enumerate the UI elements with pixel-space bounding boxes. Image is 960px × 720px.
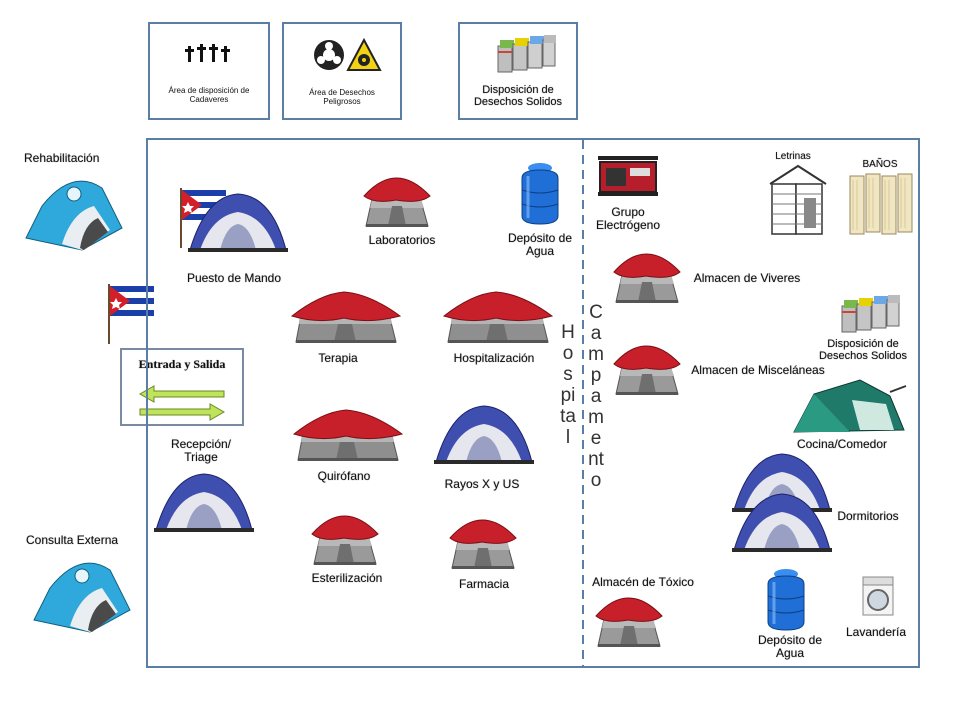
- washing-machine-icon: [862, 576, 894, 616]
- cocina-label: Cocina/Comedor: [796, 437, 888, 451]
- tent-viveres-icon: [613, 253, 681, 304]
- compound-border: [146, 138, 920, 668]
- campamento-section-label: Campamento: [588, 302, 604, 491]
- rehabilitacion-label: Rehabilitación: [24, 151, 100, 165]
- biohazard-icon: [314, 40, 344, 70]
- peligrosos-box: Área de Desechos Peligrosos: [282, 22, 402, 120]
- deposito-hospital-label: Depósito de Agua: [507, 231, 573, 258]
- tent-rehabilitacion-icon: [25, 180, 123, 251]
- peligrosos-label: Área de Desechos Peligrosos: [309, 88, 375, 106]
- water-tank-camp-icon: [766, 567, 806, 632]
- tent-terapia-icon: [291, 291, 401, 344]
- hospital-section-label: Hospital: [560, 322, 576, 448]
- hospitalizacion-label: Hospitalización: [453, 351, 535, 365]
- recepcion-label: Recepción/ Triage: [170, 437, 232, 464]
- tent-recepcion-icon: [153, 473, 255, 533]
- generator-icon: [598, 156, 658, 196]
- tent-quirofano-icon: [293, 409, 403, 462]
- puesto-label: Puesto de Mando: [186, 271, 282, 285]
- entrada-box[interactable]: Entrada y Salida: [120, 348, 244, 426]
- tent-miscelaneas-icon: [613, 345, 681, 396]
- radiation-icon: [346, 37, 382, 71]
- waste-bins-icon: [497, 34, 557, 73]
- entrada-label: Entrada y Salida: [138, 357, 226, 371]
- consulta-label: Consulta Externa: [26, 533, 119, 547]
- tent-consulta-icon: [33, 562, 131, 633]
- lavanderia-label: Lavandería: [845, 625, 907, 639]
- dormitorios-label: Dormitorios: [837, 509, 899, 523]
- tent-farmacia-icon: [449, 519, 517, 570]
- solidos-box: Disposición de Desechos Solidos: [458, 22, 578, 120]
- latrine-icon: [769, 164, 827, 235]
- laboratorios-label: Laboratorios: [368, 233, 436, 247]
- esterilizacion-label: Esterilización: [311, 571, 383, 585]
- quirofano-label: Quirófano: [317, 469, 371, 483]
- divider-line: [582, 140, 584, 666]
- miscelaneas-label: Almacen de Misceláneas: [691, 363, 825, 377]
- letrinas-label: Letrinas: [775, 151, 811, 162]
- solidos-label: Disposición de Desechos Solidos: [473, 84, 563, 108]
- desechos-label: Disposición de Desechos Solidos: [818, 338, 908, 362]
- tent-dormitorio-2-icon: [731, 493, 833, 553]
- tent-laboratorios-icon: [363, 177, 431, 228]
- tent-cocina-icon: [793, 379, 907, 433]
- farmacia-label: Farmacia: [458, 577, 509, 591]
- waste-bins-camp-icon: [841, 294, 901, 333]
- grupo-label: Grupo Electrógeno: [595, 205, 661, 232]
- terapia-label: Terapia: [318, 351, 358, 365]
- tent-rayos-icon: [433, 405, 535, 465]
- toxico-label: Almacén de Tóxico: [592, 575, 694, 589]
- tent-puesto-icon: [187, 193, 289, 253]
- viveres-label: Almacen de Viveres: [693, 271, 801, 285]
- shower-screen-icon: [849, 173, 913, 235]
- water-tank-icon: [520, 161, 560, 226]
- tent-esterilizacion-icon: [311, 515, 379, 566]
- rayos-label: Rayos X y US: [444, 477, 520, 491]
- tent-hospitalizacion-icon: [443, 291, 553, 344]
- tent-toxico-icon: [595, 597, 663, 648]
- cadaveres-label: Área de disposición de Cadaveres: [168, 86, 250, 104]
- banos-label: BAÑOS: [862, 159, 898, 170]
- cadaveres-box: Área de disposición de Cadaveres: [148, 22, 270, 120]
- arrow-right-icon: [139, 403, 226, 421]
- crosses-icon: [185, 44, 230, 62]
- deposito-camp-label: Depósito de Agua: [757, 633, 823, 660]
